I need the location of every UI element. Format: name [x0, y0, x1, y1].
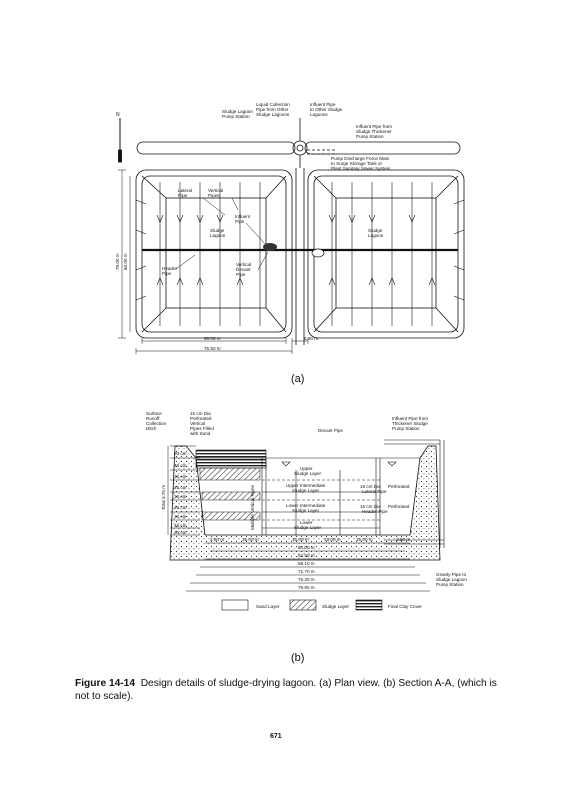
- lateral-pipe-label: Lateral Pipe: [178, 188, 193, 198]
- influent-from-thickener-label: Influent Pipe from Sludge Thickener Pump…: [356, 124, 393, 139]
- svg-text:79.80 m: 79.80 m: [298, 585, 315, 590]
- legend-sand-label: Sand Layer: [256, 604, 280, 609]
- legend-sludge-swatch: [289, 599, 317, 611]
- figure-number: Figure 14-14: [75, 678, 136, 689]
- svg-text:15 cm: 15 cm: [174, 474, 187, 479]
- legend-sludge-label: Sludge Layer: [322, 604, 350, 609]
- svg-text:15.00 m: 15.00 m: [242, 537, 259, 542]
- svg-text:45 cm: 45 cm: [174, 505, 187, 510]
- depth-total-label: Total 3.75 m: [161, 485, 166, 510]
- svg-text:71.70 m: 71.70 m: [298, 569, 315, 574]
- sludge-lagoon-pump-label: Sludge Lagoon Pump Station: [222, 109, 254, 119]
- dim-gap: 6.00 m: [304, 336, 318, 341]
- figure-caption: Figure 14-14 Design details of sludge-dr…: [75, 678, 505, 703]
- svg-text:15 cm: 15 cm: [174, 494, 187, 499]
- svg-text:45 cm: 45 cm: [174, 463, 187, 468]
- vertical-decant-label: Vertical Decant Pipe: [236, 262, 252, 277]
- header-pipe-label: Header Pipe: [162, 266, 178, 276]
- surface-runoff-label: Surface Runoff Collection Ditch: [146, 411, 167, 431]
- dim-vertical-outer: 79.00 m: [115, 253, 120, 270]
- lower-layer-label: Lower Sludge Layer: [294, 520, 322, 530]
- influent-pipe-other-label: Influent Pipe to Other Sludge Lagoons: [310, 102, 343, 117]
- legend-clay-label: Final Clay Cover: [388, 604, 422, 609]
- panel-a-label: (a): [291, 373, 305, 385]
- svg-text:45 cm: 45 cm: [174, 523, 187, 528]
- lagoon-right-outer: [307, 169, 465, 339]
- lateral-pipes-right: [331, 182, 433, 326]
- legend-clay-swatch: [355, 599, 383, 611]
- influent-thickener-section-label: Influent Pipe from Thickener Sludge Pump…: [392, 416, 429, 431]
- influent-node: [263, 243, 277, 251]
- influent-pipe-label: Influent Pipe: [235, 214, 251, 224]
- svg-text:60.00 m: 60.00 m: [298, 545, 315, 550]
- svg-text:15.00 m: 15.00 m: [324, 537, 341, 542]
- pump-discharge-label: Pump Discharge Force Main to Surge Stora…: [331, 156, 391, 171]
- svg-text:2.50 m: 2.50 m: [396, 537, 410, 542]
- sludge-lagoon-right-label: Sludge Lagoon: [368, 228, 384, 238]
- vertical-pipes-section-label: Multiple Vertical Pipes: [250, 484, 255, 530]
- flow-arrows: [156, 214, 436, 286]
- svg-text:75.30 m: 75.30 m: [298, 577, 315, 582]
- dim-width-outer: 75.50 m: [204, 346, 221, 351]
- svg-text:15.00 m: 15.00 m: [356, 537, 373, 542]
- pipe-top-right: [304, 141, 461, 155]
- perforated-pipes-label: 15 cm Dia Perforated Vertical Pipes Fill…: [190, 411, 215, 436]
- clay-cover: [195, 449, 267, 469]
- svg-text:64.50 m: 64.50 m: [298, 553, 315, 558]
- lateral-perforated-label: 15 cm Dia Perforated Lateral Pipe: [360, 484, 411, 494]
- svg-text:15.00 m: 15.00 m: [292, 537, 309, 542]
- svg-text:15 cm: 15 cm: [174, 514, 187, 519]
- svg-text:2.50 m: 2.50 m: [210, 537, 224, 542]
- gravity-pipe-label: Gravity Pipe to Sludge Lagoon Pump Stati…: [436, 572, 468, 587]
- pipe-top-left: [136, 141, 296, 155]
- panel-b-label: (b): [291, 652, 305, 664]
- header-perforated-label: 15 cm Dia Perforated Header Pipe: [360, 504, 411, 514]
- svg-text:45 cm: 45 cm: [174, 485, 187, 490]
- upper-intermediate-label: Upper Intermediate Sludge Layer: [286, 483, 327, 493]
- sludge-lagoon-left-label: Sludge Lagoon: [210, 228, 226, 238]
- dim-width-inner: 60.00 m: [204, 336, 221, 341]
- north-label: N: [116, 112, 120, 118]
- section-view-diagram: Surface Runoff Collection Ditch 15 cm Di…: [146, 411, 468, 611]
- stacked-dims: 60.00 m 64.50 m 68.10 m 71.70 m 75.30 m …: [298, 545, 315, 590]
- sludge-hatch-upper: [199, 467, 261, 481]
- lagoon-right-inner: [335, 197, 437, 309]
- svg-text:68.10 m: 68.10 m: [298, 561, 315, 566]
- svg-text:60 cm: 60 cm: [174, 451, 187, 456]
- lagoon-left-inner: [165, 197, 267, 309]
- plan-view-diagram: N Liquid Collection Pipe from Other Slud…: [115, 102, 465, 354]
- page-number: 671: [270, 733, 282, 740]
- legend-sand-swatch: [221, 599, 249, 611]
- liquid-collection-label: Liquid Collection Pipe from Other Sludge…: [256, 102, 291, 117]
- dim-vertical-inner: 60.00 m: [123, 253, 128, 270]
- north-arrow-bar: [118, 149, 122, 163]
- depth-labels: 60 cm 45 cm 15 cm 45 cm 15 cm 45 cm 15 c…: [174, 451, 187, 535]
- lagoon-left-outer: [135, 169, 293, 339]
- lateral-pipes-left: [159, 182, 261, 326]
- legend: Sand Layer Sludge Layer Final Clay Cover: [221, 599, 422, 611]
- svg-text:30 cm: 30 cm: [174, 530, 187, 535]
- vertical-pipes-label: Vertical Pipes: [208, 188, 224, 198]
- lower-intermediate-label: Lower Intermediate Sludge Layer: [286, 503, 327, 513]
- decant-pipe-label: Decant Pipe: [318, 428, 343, 433]
- bottom-dims: 2.50 m 15.00 m 15.00 m 15.00 m 15.00 m 2…: [210, 537, 410, 542]
- upper-layer-label: Upper Sludge Layer: [294, 466, 322, 476]
- side-ticks: [135, 199, 465, 301]
- figure-caption-text: Design details of sludge-drying lagoon. …: [75, 678, 497, 702]
